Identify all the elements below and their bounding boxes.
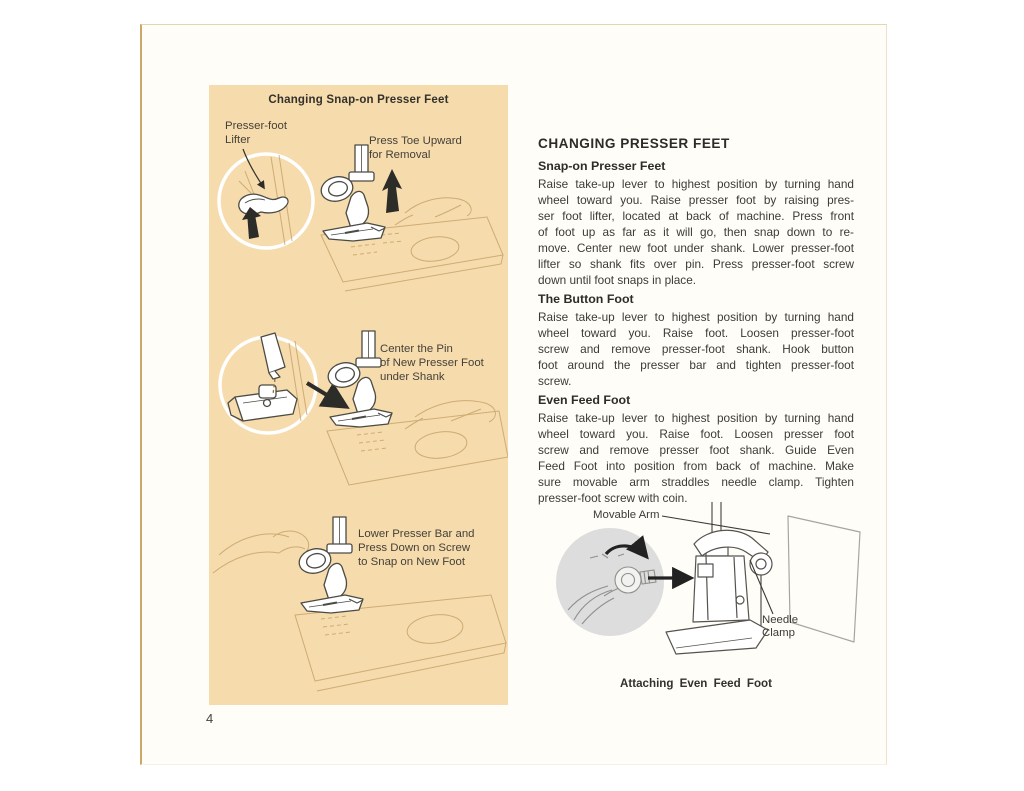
section-title-even-feed: Even Feed Foot: [538, 393, 631, 407]
section-title-snap-on: Snap-on Presser Feet: [538, 159, 666, 173]
coin-detail-circle: [556, 528, 664, 636]
needle-plate-sketch-1: [320, 197, 504, 292]
up-arrow-icon: [242, 207, 261, 239]
article-heading: CHANGING PRESSER FEET: [538, 136, 730, 151]
even-feed-foot-figure: Movable Arm Needle Clamp: [548, 500, 870, 682]
coin-detail-sketch: [567, 553, 657, 625]
needle-clamp-pointer-line: [749, 559, 774, 615]
lifter-pointer-arrow: [242, 148, 265, 190]
instruction-panel: Changing Snap-on Presser Feet Presser-fo…: [209, 85, 508, 705]
paragraph-text: Raise take-up lever to highest position …: [538, 411, 854, 489]
paragraph-last-line: screw.: [538, 374, 572, 388]
lower-presser-bar-caption: Lower Presser Bar and Press Down on Scre…: [358, 528, 475, 568]
turn-screw-arrow-icon: [604, 535, 649, 560]
paragraph-text: Raise take-up lever to highest position …: [538, 177, 854, 271]
press-toe-upward-caption: Press Toe Upward for Removal: [369, 135, 462, 161]
pin-to-shank-arrow-icon: [305, 381, 350, 409]
panel-title: Changing Snap-on Presser Feet: [268, 94, 449, 106]
needle-plate-sketch-3: [212, 530, 507, 692]
scanned-page: Changing Snap-on Presser Feet Presser-fo…: [140, 24, 887, 765]
movable-arm-label: Movable Arm: [593, 509, 660, 521]
lifter-detail: [238, 154, 293, 246]
machine-sketch: [665, 502, 861, 655]
section-body-even-feed: Raise take-up lever to highest position …: [538, 410, 854, 506]
article-column: CHANGING PRESSER FEET Snap-on Presser Fe…: [538, 136, 854, 510]
presser-foot-drawing-3: [295, 516, 364, 614]
even-feed-foot-illustration: [556, 502, 861, 655]
paragraph-text: Raise take-up lever to highest position …: [538, 310, 854, 372]
needle-plate-sketch-2: [326, 400, 508, 486]
center-pin-caption: Center the Pin of New Presser Foot under…: [380, 343, 484, 383]
lifter-detail-circle: [217, 152, 315, 250]
paragraph-last-line: presser-foot screw with coin.: [538, 491, 688, 505]
movable-arm-pointer-line: [661, 515, 771, 535]
pin-detail: [227, 332, 308, 422]
section-title-button-foot: The Button Foot: [538, 292, 634, 306]
section-body-button-foot: Raise take-up lever to highest position …: [538, 309, 854, 389]
press-toe-up-arrow-icon: [382, 169, 402, 213]
paragraph-last-line: down until foot snaps in place.: [538, 273, 697, 287]
presser-feet-illustrations: [212, 144, 508, 692]
presser-foot-lifter-label: Presser-foot Lifter: [225, 120, 288, 146]
figure-caption: Attaching Even Feed Foot: [620, 677, 772, 690]
needle-clamp-label: Needle Clamp: [762, 614, 799, 639]
page-number: 4: [206, 711, 214, 726]
section-body-snap-on: Raise take-up lever to highest position …: [538, 176, 854, 288]
